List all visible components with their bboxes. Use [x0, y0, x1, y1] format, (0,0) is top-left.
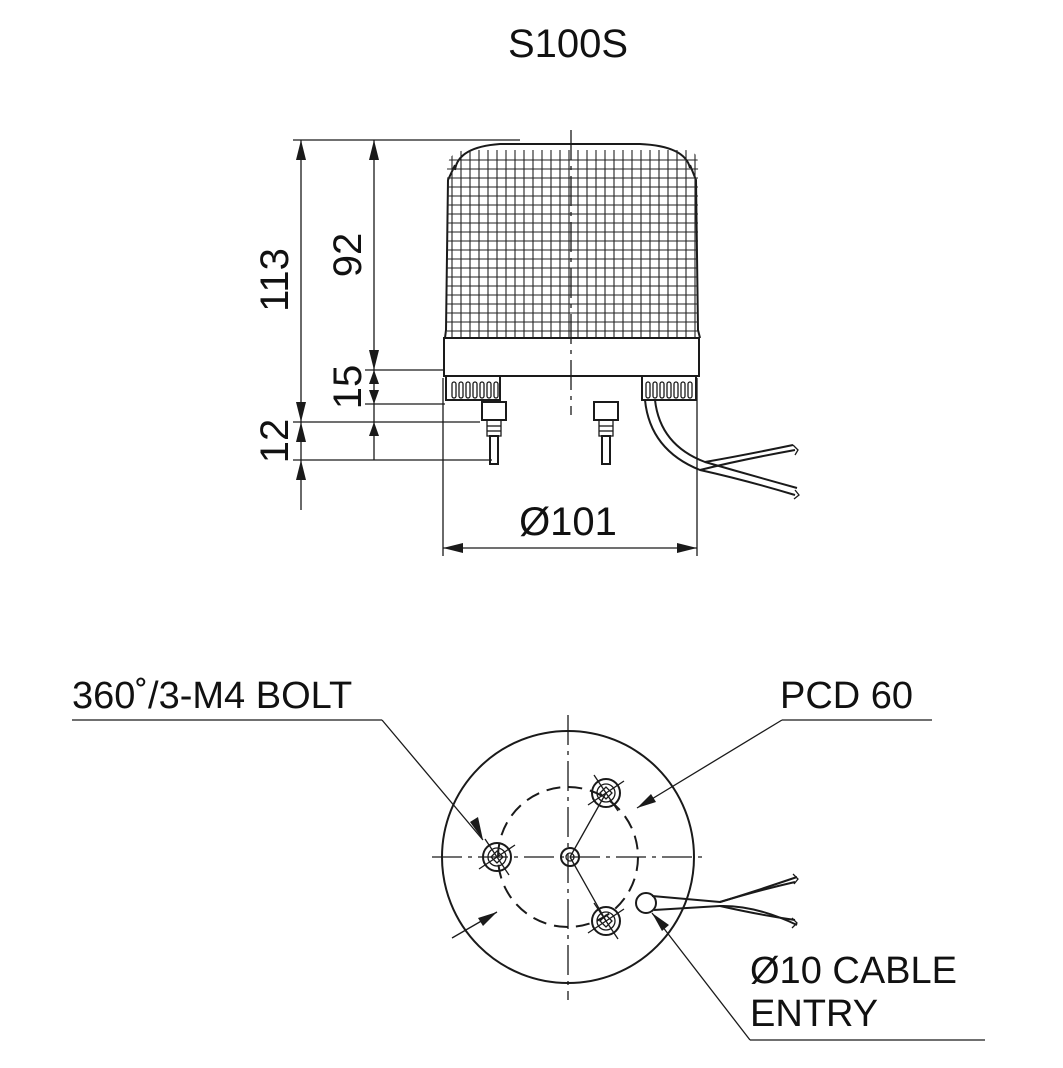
lens-grid-pattern	[447, 150, 699, 338]
callout-cable-label-2: ENTRY	[750, 993, 878, 1035]
callout-pcd: PCD 60	[451, 675, 932, 939]
dim-lens-height: 92	[326, 233, 370, 278]
dim-bolt-length: 12	[253, 419, 297, 464]
base-gasket	[445, 376, 697, 401]
dim-overall-height: 113	[253, 248, 297, 312]
center-hole	[560, 847, 580, 867]
lens-body	[444, 164, 701, 339]
dim-diameter: Ø101	[519, 500, 617, 544]
callout-cable-label-1: Ø10 CABLE	[750, 950, 957, 992]
side-dimensions: 113 92 15 12 Ø101	[253, 139, 698, 556]
callout-cable: Ø10 CABLE ENTRY	[651, 912, 985, 1041]
lens-dome-top	[454, 143, 691, 171]
callout-bolt: 360˚/3-M4 BOLT	[72, 675, 484, 841]
bolt-hole-left	[478, 838, 516, 876]
side-view	[443, 130, 800, 500]
callout-bolt-label: 360˚/3-M4 BOLT	[72, 675, 352, 717]
bottom-view	[432, 715, 799, 1000]
bolt-right	[593, 401, 619, 465]
dim-base-height: 15	[326, 365, 370, 410]
bolt-left	[481, 401, 507, 465]
cable-side	[644, 399, 800, 500]
callout-pcd-label: PCD 60	[780, 675, 913, 717]
drawing-title: S100S	[508, 22, 628, 66]
cable-entry	[635, 873, 799, 929]
